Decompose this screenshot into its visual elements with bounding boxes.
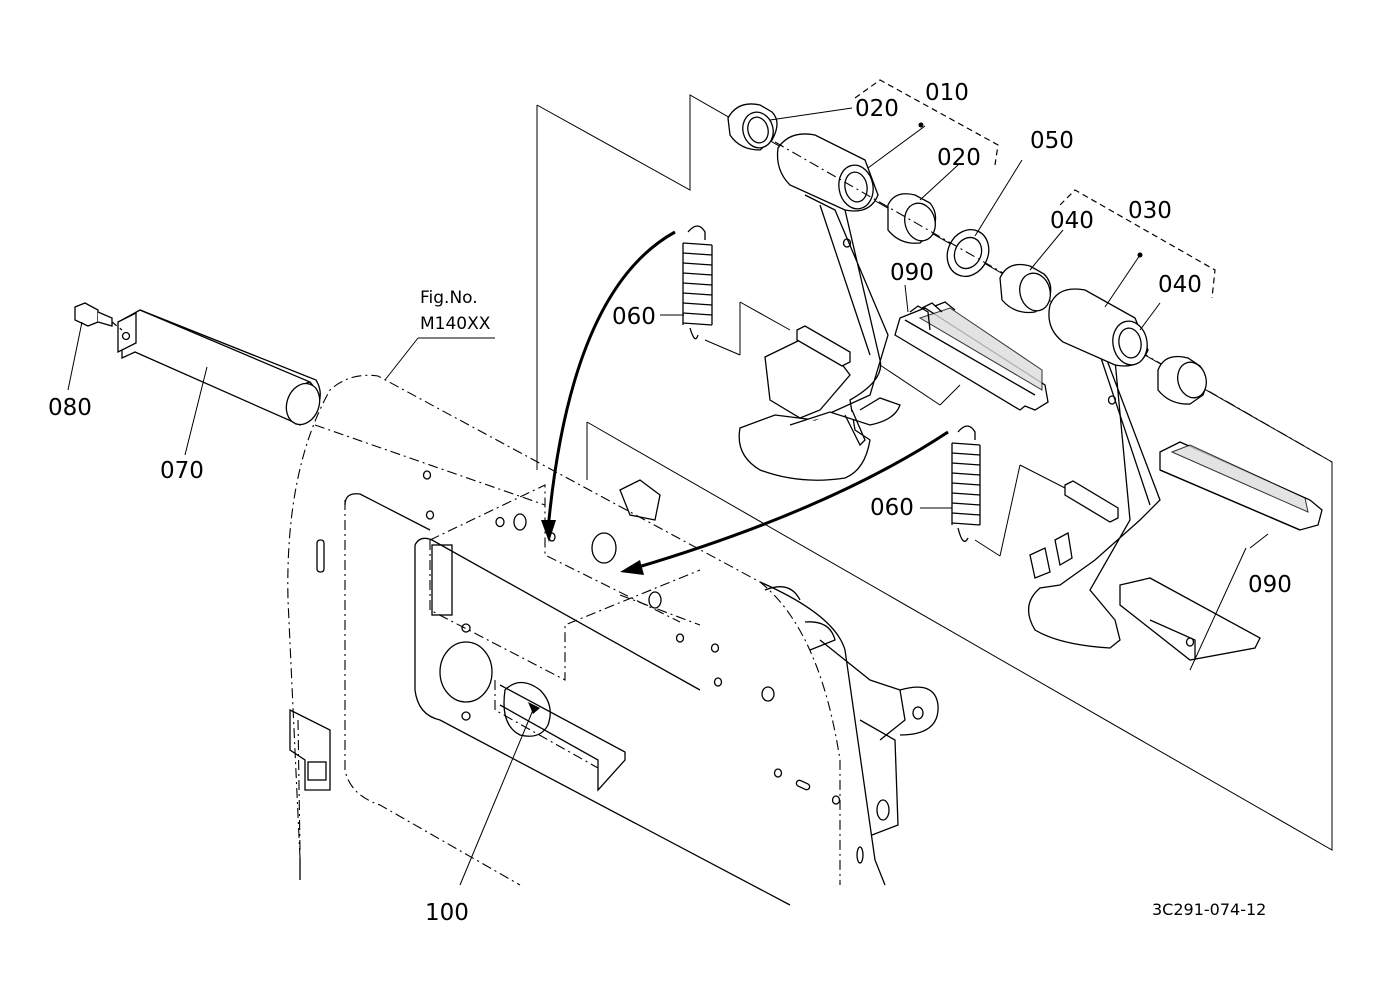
leader-lines [67, 79, 1269, 886]
callout-060-upper: 060 [612, 304, 656, 330]
bushing-upper-left [727, 103, 778, 151]
callout-080: 080 [48, 395, 92, 421]
return-spring-lower [951, 425, 981, 542]
pivot-shaft [117, 309, 546, 506]
clutch-pedal-lower [1028, 288, 1323, 661]
fig-no-value: M140XX [420, 314, 491, 334]
callout-090-lower: 090 [1248, 572, 1292, 598]
fig-no-label: Fig.No. [420, 288, 478, 308]
callout-040-left: 040 [1050, 208, 1094, 234]
callout-040-right: 040 [1158, 272, 1202, 298]
callout-030: 030 [1128, 198, 1172, 224]
callout-060-lower: 060 [870, 495, 914, 521]
bushing-lower-left [999, 263, 1052, 314]
callout-010: 010 [925, 80, 969, 106]
flange-bolt [74, 302, 123, 331]
drawing-code: 3C291-074-12 [1152, 900, 1266, 919]
callout-090-upper: 090 [890, 260, 934, 286]
callout-070: 070 [160, 458, 204, 484]
brake-pedal-upper [738, 133, 1049, 481]
callout-020-mid: 020 [937, 145, 981, 171]
bushing-upper-right [887, 193, 937, 244]
callout-020-top: 020 [855, 96, 899, 122]
callout-100: 100 [425, 900, 469, 926]
callout-050: 050 [1030, 128, 1074, 154]
install-arrows [541, 230, 949, 575]
callout-labels: 010 020 020 050 030 040 040 090 090 060 … [48, 80, 1292, 926]
return-spring-upper [682, 225, 713, 340]
bushing-lower-right [1157, 355, 1207, 405]
